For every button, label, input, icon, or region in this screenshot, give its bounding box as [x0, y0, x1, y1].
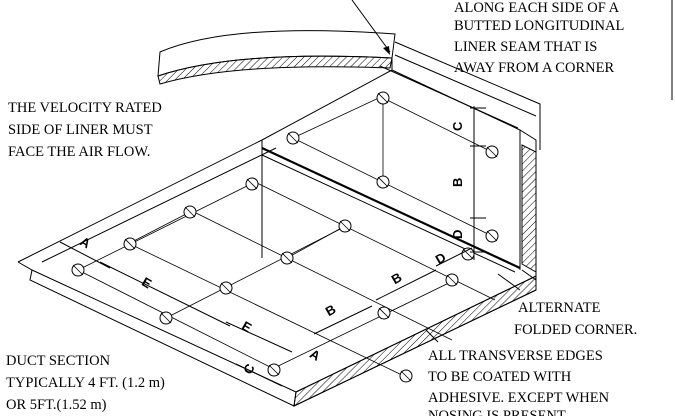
fastener-pin — [71, 263, 85, 277]
top-cutaway — [157, 30, 396, 85]
note-line: BUTTED LONGITUDINAL — [454, 18, 624, 34]
fastener-pin — [159, 311, 173, 325]
note-line: TYPICALLY 4 FT. (1.2 m) — [6, 375, 165, 391]
fastener-pin — [376, 175, 390, 189]
dim-label-d-wall: D — [450, 230, 465, 239]
fastener-pin — [399, 369, 413, 383]
dimension-lines — [59, 106, 486, 387]
back-wall — [261, 41, 541, 281]
note-line: FOLDED CORNER. — [514, 322, 637, 338]
floor-slab — [17, 139, 537, 407]
note-line: ALL TRANSVERSE EDGES — [428, 348, 603, 364]
fastener-pin — [183, 205, 197, 219]
note-alternate: ALTERNATE FOLDED CORNER. — [514, 300, 637, 338]
fastener-pin — [485, 229, 499, 243]
fastener-pin — [286, 131, 300, 145]
fastener-pin — [485, 145, 499, 159]
dim-label-e-lower: E — [239, 318, 254, 335]
dim-label-b-wall: B — [450, 178, 465, 187]
note-line: DUCT SECTION — [6, 353, 111, 369]
dim-label-c-wall: C — [450, 121, 465, 131]
fastener-pin — [267, 363, 281, 377]
fastener-pin — [376, 91, 390, 105]
leader-alternate — [497, 273, 521, 291]
fastener-pin — [377, 306, 391, 320]
note-line: AWAY FROM A CORNER — [454, 60, 614, 76]
dim-label-c-bottom: C — [240, 361, 258, 377]
note-line: OR 5FT.(1.52 m) — [6, 397, 107, 413]
fastener-pin — [219, 281, 233, 295]
note-velocity: THE VELOCITY RATED SIDE OF LINER MUST FA… — [8, 100, 162, 160]
leader-top — [351, 0, 391, 53]
dim-label-b-floor: B — [323, 301, 339, 319]
note-transverse: ALL TRANSVERSE EDGES TO BE COATED WITH A… — [428, 348, 610, 416]
fastener-pin — [245, 177, 259, 191]
dim-label-b-corner: B — [389, 269, 405, 287]
dim-label-d-floor: D — [433, 249, 449, 267]
note-line: FACE THE AIR FLOW. — [8, 144, 150, 160]
note-duct-section: DUCT SECTION TYPICALLY 4 FT. (1.2 m) OR … — [6, 353, 165, 413]
note-line: NOSING IS PRESENT. — [428, 408, 568, 416]
fastener-pin — [123, 237, 137, 251]
note-line: ADHESIVE. EXCEPT WHEN — [428, 390, 610, 406]
dim-label-a-right: A — [307, 346, 323, 364]
note-line: TO BE COATED WITH — [428, 369, 572, 385]
note-line: SIDE OF LINER MUST — [8, 122, 153, 138]
fastener-pin — [338, 219, 352, 233]
note-line: ALONG EACH SIDE OF A — [454, 0, 620, 16]
fastener-pin — [445, 273, 459, 287]
wall-grid — [292, 94, 493, 237]
note-line: ALTERNATE — [518, 300, 601, 316]
note-top-right: ALONG EACH SIDE OF A BUTTED LONGITUDINAL… — [454, 0, 624, 76]
dim-label-a-left: A — [77, 234, 93, 252]
leader-transverse — [425, 329, 439, 343]
note-line: THE VELOCITY RATED — [8, 100, 162, 116]
fastener-pin — [280, 251, 294, 265]
note-line: LINER SEAM THAT IS — [454, 39, 597, 55]
dim-label-e-upper: E — [139, 274, 154, 291]
